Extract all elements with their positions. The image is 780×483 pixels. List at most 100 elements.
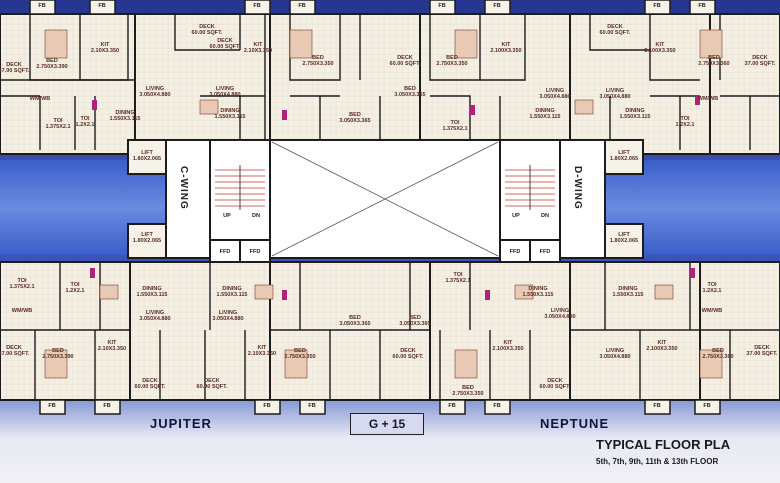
room-label: KIT 2.10X3.350 [90,42,120,54]
room-label: KIT 2.10X3.350 [97,340,127,352]
room-label: DINING 1.550X3.115 [529,108,561,120]
open-cross [271,141,499,257]
room-label: BED 2.750X3.350 [302,55,334,67]
room-label: KIT 2.100X3.350 [646,340,678,352]
fb-label: FB [703,403,711,409]
room-label: LIVING 3.050X4.880 [544,308,576,320]
fb-label: FB [48,403,56,409]
room-label: TOI 1.375X2.1 [9,278,35,290]
room-label: DECK 60.00 SQFT. [389,55,421,67]
lift-label: LIFT 1.80X2.065 [132,232,162,244]
stair-dn-d: DN [541,213,549,219]
core [127,139,644,263]
top-flats [0,13,780,155]
fb-label: FB [253,3,261,9]
room-label: DECK 37.00 SQFT. [746,345,778,357]
room-label: BED 2.750X3.350 [452,385,484,397]
bottom-flats [0,261,780,401]
room-label: BED 2.750X3.360 [698,55,730,67]
room-label: DINING 1.550X3.115 [214,108,246,120]
room-label: BED 3.050X3.365 [399,315,431,327]
room-label: DINING 1.550X3.115 [619,108,651,120]
fb-label: FB [493,403,501,409]
room-label: BED 2.750X3.390 [42,348,74,360]
bottom-partitions [0,262,780,400]
room-label: BED 2.750X3.360 [702,348,734,360]
room-label: BED 2.750X3.390 [36,58,68,70]
stair-up-d: UP [512,213,520,219]
furniture [44,29,723,379]
fb-label: FB [98,3,106,9]
room-label: TOI 1.375X2.1 [442,120,468,132]
room-label: TOI 1.2X2.1 [675,116,695,128]
ffd-d2 [529,239,561,263]
fb-label: FB [308,403,316,409]
room-label: BED 2.750X3.350 [284,348,316,360]
room-label: DECK 60.00 SQFT. [134,378,166,390]
fb-boxes-bottom [39,399,721,415]
room-label: DINING 1.550X3.115 [612,286,644,298]
room-label: LIVING 3.050X4.880 [599,88,631,100]
ffd-label-c1: FFD [219,249,231,255]
room-label: WM/WB [11,308,33,314]
room-label: DINING 1.550X3.115 [109,110,141,122]
ffd-label-d2: FFD [539,249,551,255]
building-name-right: NEPTUNE [540,416,610,431]
room-label: WM/WB [29,96,51,102]
room-label: TOI 1.2X2.1 [65,282,85,294]
lift-label: LIFT 1.80X2.065 [609,232,639,244]
fb-label: FB [653,3,661,9]
stair-treads [215,165,555,210]
wing-label-c: C-WING [178,166,189,210]
ffd-c2 [239,239,271,263]
room-label: TOI 1.2X2.1 [702,282,722,294]
fb-label: FB [298,3,306,9]
fb-label: FB [263,403,271,409]
room-label: BED 3.050X3.365 [339,315,371,327]
room-label: BED 2.750X3.350 [436,55,468,67]
room-label: LIVING 3.050X4.880 [539,88,571,100]
fb-label: FB [698,3,706,9]
room-label: LIVING 3.050X4.880 [212,310,244,322]
room-label: BED 3.050X3.365 [339,112,371,124]
stair-dn-c: DN [252,213,260,219]
room-label: BED 3.050X3.365 [394,86,426,98]
room-label: DECK 60.00 SQFT. [209,38,241,50]
room-label: LIVING 3.050X4.880 [209,86,241,98]
room-label: WM/WB [697,96,719,102]
wing-label-d: D-WING [572,166,583,210]
room-label: TOI 1.375X2.1 [45,118,71,130]
room-label: LIVING 3.050X4.880 [139,86,171,98]
height-badge: G + 15 [350,413,424,435]
fb-label: FB [653,403,661,409]
room-label: DECK 37.00 SQFT. [744,55,776,67]
lift-c-bottom [127,223,167,259]
room-label: TOI 1.375X2.1 [445,272,471,284]
floor-list: 5th, 7th, 9th, 11th & 13th FLOOR [596,457,719,466]
room-label: DINING 1.550X3.115 [216,286,248,298]
fb-boxes-top [29,0,716,15]
lobby-c [165,139,211,259]
room-label: DECK 60.00 SQFT. [599,24,631,36]
room-label: TOI 1.2X2.1 [75,116,95,128]
room-label: DECK 60.00 SQFT. [191,24,223,36]
room-label: DECK 37.00 SQFT. [0,62,30,74]
room-label: KIT 2.10X3.350 [243,42,273,54]
top-partitions [0,14,780,150]
room-label: WM/WB [701,308,723,314]
lift-c-top [127,139,167,175]
room-label: LIVING 3.050X4.880 [139,310,171,322]
lift-label: LIFT 1.80X2.065 [609,150,639,162]
plan-title: TYPICAL FLOOR PLA [596,437,731,452]
room-label: KIT 2.100X3.350 [490,42,522,54]
fb-label: FB [493,3,501,9]
room-label: DINING 1.550X3.115 [522,286,554,298]
stair-up-c: UP [223,213,231,219]
room-label: KIT 2.100X3.350 [492,340,524,352]
fb-label: FB [438,3,446,9]
room-label: KIT 2.100X3.350 [644,42,676,54]
room-label: DECK 60.00 SQFT. [196,378,228,390]
lift-label: LIFT 1.80X2.065 [132,150,162,162]
